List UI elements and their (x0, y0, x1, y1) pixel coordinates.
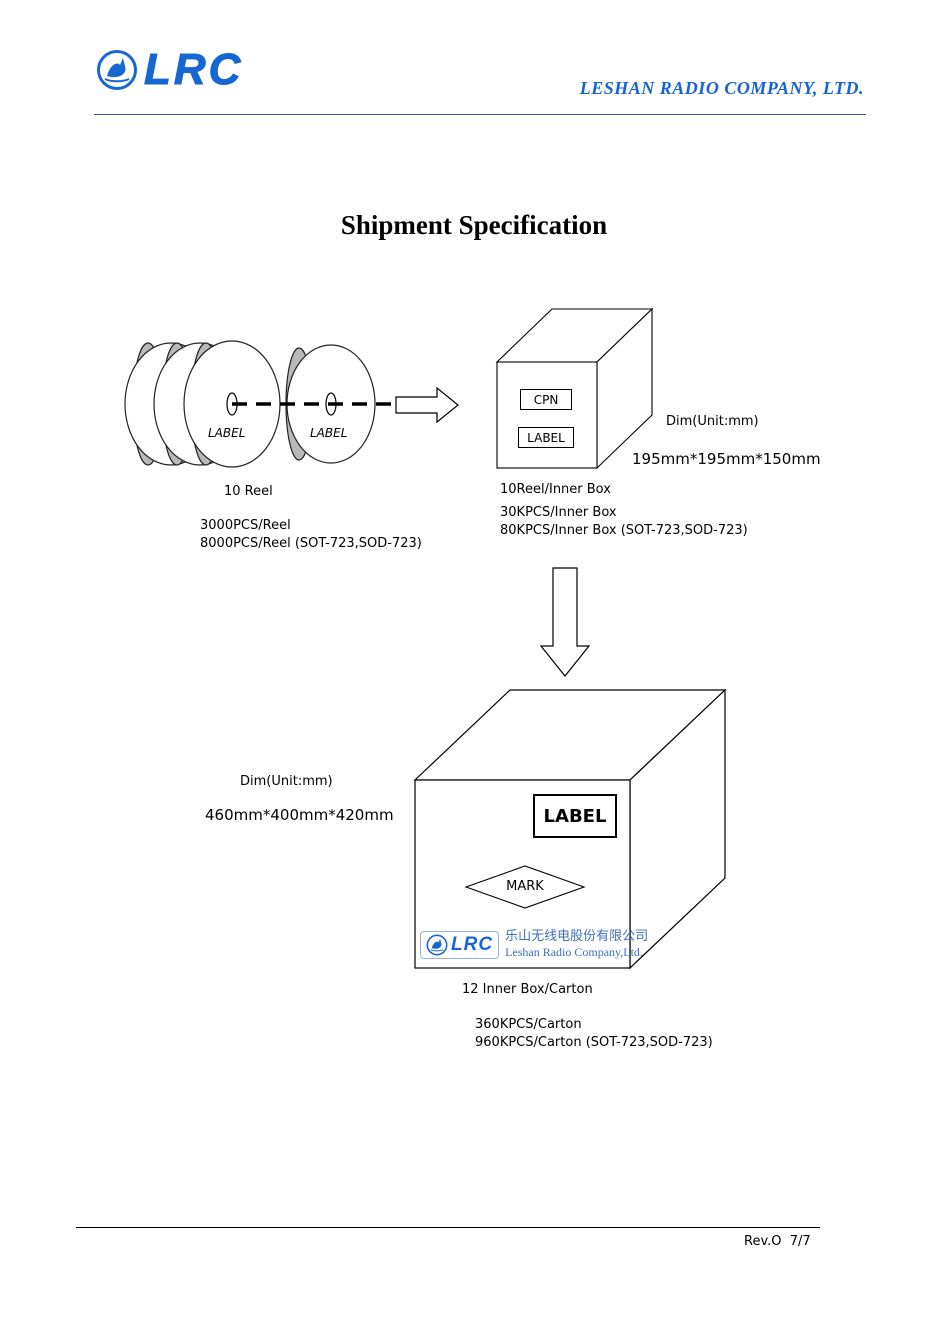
carton-dims: 460mm*400mm*420mm (205, 806, 394, 824)
carton-label-box: LABEL (533, 794, 617, 838)
carton-company-names: 乐山无线电股份有限公司 Leshan Radio Company,Ltd. (505, 929, 648, 960)
carton-qty-2: 960KPCS/Carton (SOT-723,SOD-723) (475, 1035, 713, 1050)
lrc-logo-text: LRC (143, 45, 244, 94)
page-title: Shipment Specification (340, 210, 608, 240)
carton-label-text: LABEL (543, 805, 607, 827)
carton-mark-text: MARK (506, 879, 544, 894)
carton-caption: 12 Inner Box/Carton (462, 982, 593, 997)
inner-box-dims: 195mm*195mm*150mm (632, 450, 821, 468)
flow-arrow-right (395, 386, 459, 424)
lrc-logo: LRC (96, 45, 244, 94)
carton-logo: LRC 乐山无线电股份有限公司 Leshan Radio Company,Ltd… (420, 929, 648, 960)
reel-qty-1: 3000PCS/Reel (200, 518, 291, 533)
carton-lrc-emblem-icon (426, 934, 448, 956)
lrc-emblem-icon (97, 50, 137, 90)
carton-lrc-text: LRC (451, 933, 494, 955)
carton-qty-1: 360KPCS/Carton (475, 1017, 582, 1032)
carton-dim-caption: Dim(Unit:mm) (240, 774, 333, 789)
carton-company-cn: 乐山无线电股份有限公司 (505, 929, 649, 944)
inner-box-label-text: LABEL (527, 430, 565, 445)
header-divider (94, 114, 866, 115)
footer-divider (76, 1227, 820, 1228)
inner-box-caption: 10Reel/Inner Box (500, 482, 611, 497)
revision-page-number: Rev.O 7/7 (744, 1234, 811, 1249)
inner-box-dim-caption: Dim(Unit:mm) (666, 414, 759, 429)
inner-box-qty-2: 80KPCS/Inner Box (SOT-723,SOD-723) (500, 523, 748, 538)
company-name: LESHAN RADIO COMPANY, LTD. (579, 78, 864, 98)
carton-lrc-badge: LRC (420, 930, 500, 959)
carton-company-en: Leshan Radio Company,Ltd. (505, 945, 643, 960)
inner-box-cpn-text: CPN (533, 392, 559, 407)
inner-box-cpn-box: CPN (520, 389, 572, 410)
reel-caption: 10 Reel (224, 484, 273, 499)
single-reel-label: LABEL (310, 426, 348, 440)
reel-qty-2: 8000PCS/Reel (SOT-723,SOD-723) (200, 536, 422, 551)
reel-stack-drawing (124, 340, 281, 468)
flow-arrow-down (539, 567, 591, 677)
reel-stack-label: LABEL (208, 426, 246, 440)
inner-box-qty-1: 30KPCS/Inner Box (500, 505, 617, 520)
single-reel-drawing (285, 344, 376, 464)
inner-box-label-box: LABEL (518, 427, 574, 448)
